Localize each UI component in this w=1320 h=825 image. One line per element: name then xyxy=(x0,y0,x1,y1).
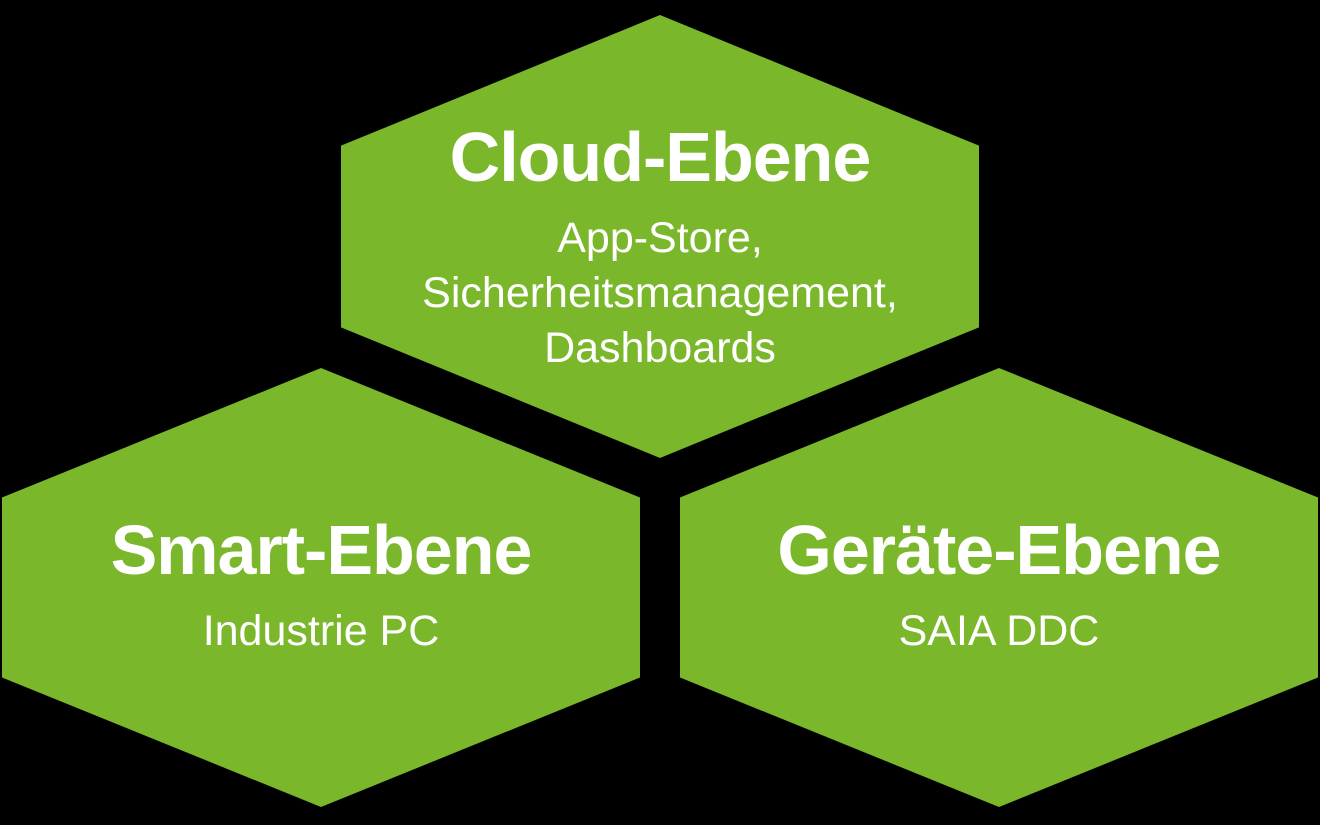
cloud-ebene-subtitle-line-2: Sicherheitsmanagement, xyxy=(422,269,898,317)
cloud-ebene-subtitle-line-3: Dashboards xyxy=(544,324,776,372)
cloud-ebene-title: Cloud-Ebene xyxy=(449,118,872,196)
geraete-ebene-title: Geräte-Ebene xyxy=(777,511,1221,589)
geraete-ebene-subtitle: SAIA DDC xyxy=(899,604,1100,659)
smart-ebene-subtitle-line-1: Industrie PC xyxy=(202,607,440,655)
smart-ebene-subtitle: Industrie PC xyxy=(203,604,440,659)
hexagon-smart-ebene: Smart-Ebene Industrie PC xyxy=(2,368,640,807)
geraete-ebene-subtitle-line-1: SAIA DDC xyxy=(898,607,1100,655)
smart-ebene-title: Smart-Ebene xyxy=(110,511,533,589)
cloud-ebene-subtitle-line-1: App-Store, xyxy=(557,214,763,262)
hexagon-geraete-ebene: Geräte-Ebene SAIA DDC xyxy=(680,368,1318,807)
hexagon-cloud-ebene: Cloud-Ebene App-Store, Sicherheitsmanage… xyxy=(341,15,979,458)
cloud-ebene-subtitle: App-Store, Sicherheitsmanagement, Dashbo… xyxy=(422,211,898,376)
